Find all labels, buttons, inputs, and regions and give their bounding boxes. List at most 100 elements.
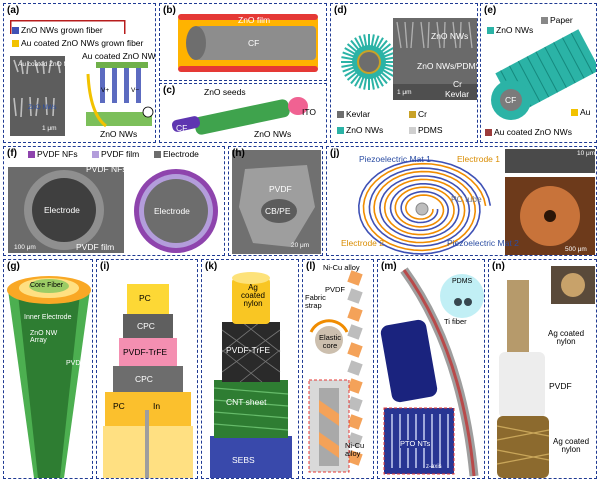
panel-n: (n) Ag coated nylon PVDF Ag coated nylon — [488, 259, 597, 479]
film-bottom-edge — [178, 66, 318, 72]
pc-tube — [415, 202, 429, 216]
pvdf-trfe-layer — [119, 338, 177, 366]
electrode-core-sem — [32, 178, 96, 242]
layer-cpc-bottom: CPC — [135, 374, 153, 384]
cf-end — [171, 116, 201, 132]
panel-c-drawing — [171, 97, 308, 135]
sem-image-j — [505, 149, 595, 173]
pc-tube-label: PC tube — [451, 194, 482, 204]
nanowire-spike — [342, 66, 355, 73]
pvdf-trfe-label-k: PVDF-TrFE — [226, 345, 271, 355]
panel-g-label: (g) — [7, 261, 20, 272]
indium-wire — [145, 410, 149, 478]
panel-d-label: (d) — [334, 5, 347, 16]
swatch-au-e-icon — [571, 109, 578, 116]
ag-coated-nylon-core — [232, 278, 270, 324]
panel-a-label: (a) — [7, 5, 20, 16]
panel-f: (f) PVDF NFs PVDF film Electrode PVDF NF… — [3, 146, 225, 256]
sem-label-kevlar: Kevlar — [445, 89, 470, 99]
mat1-label: Piezoelectric Mat 1 — [359, 154, 431, 164]
coil-segment — [347, 342, 363, 358]
legend-zno-e-text: ZnO NWs — [496, 25, 534, 35]
legend-zno: ZnO NWs — [337, 126, 383, 135]
swatch-zno-d-icon — [337, 127, 344, 134]
kevlar-core — [359, 52, 379, 72]
electrode-diagram-label: Electrode — [154, 206, 190, 216]
scale-j-2: 500 μm — [565, 246, 587, 253]
sebs-label: SEBS — [232, 455, 255, 465]
legend-electrode-text: Electrode — [163, 149, 199, 159]
cnt-label: CNT sheet — [226, 397, 267, 407]
ag-nylon-label-bottom: Ag coated nylon — [552, 437, 590, 454]
sem-label-top: Au coated ZnO NWs — [18, 61, 78, 68]
legend-zno-e: ZnO NWs — [487, 26, 533, 35]
cnt-sheet-layer — [214, 380, 288, 438]
swatch-zno-icon — [12, 27, 19, 34]
nanowire-spike — [341, 63, 354, 68]
nanowire-spike — [382, 47, 394, 55]
diagram-label-top: Au coated ZnO NWs — [82, 51, 156, 61]
legend-coated-text: Au coated ZnO NWs — [494, 127, 572, 137]
legend-electrode: Electrode — [154, 150, 199, 159]
nanowire-1 — [100, 68, 105, 103]
nanowire-3 — [124, 68, 129, 103]
film-top-edge — [178, 14, 318, 20]
legend-au-fiber: Au coated ZnO NWs grown fiber — [12, 39, 143, 48]
cf-core-e — [500, 89, 522, 111]
cross-section-core — [544, 210, 556, 222]
core-fiber-top — [29, 279, 69, 293]
nylon-top — [232, 272, 270, 284]
sem-label-bottom: ZnO NWs — [28, 104, 57, 111]
coil-segment — [347, 360, 363, 376]
panel-m-label: (m) — [381, 261, 397, 272]
layer-pvdf-trfe: PVDF-TrFE — [123, 347, 168, 357]
panel-a-drawing — [10, 20, 154, 136]
swatch-paper-icon — [541, 17, 548, 24]
pvdf-sheath — [499, 352, 545, 418]
panel-m-drawing — [380, 267, 484, 477]
swatch-cr-icon — [409, 111, 416, 118]
sem-scale-d: 1 μm — [397, 89, 412, 96]
ag-nylon-braid — [497, 416, 549, 478]
ti-cross-2 — [464, 298, 472, 306]
panel-h-drawing — [232, 150, 321, 254]
electrode-callout: Electrode — [44, 205, 80, 215]
cf-label: CF — [176, 123, 188, 133]
electrode-spiral-line — [362, 162, 487, 252]
legend-pdms: PDMS — [409, 126, 443, 135]
top-electrode — [96, 62, 148, 68]
panel-d-drawing — [341, 18, 477, 100]
array-label: ZnO NW Array — [30, 330, 58, 344]
sem-scale: 1 μm — [42, 125, 57, 132]
legend-cr: Cr — [409, 110, 427, 119]
pvdf-label-g: PVDF — [66, 360, 85, 367]
scale-h: 20 μm — [291, 242, 310, 249]
electrode2-label: Electrode 2 — [341, 238, 384, 248]
legend-zno-text: ZnO NWs — [346, 125, 384, 135]
nanowire-spike — [344, 47, 356, 55]
panel-j-label: (j) — [330, 148, 340, 159]
diagram-label-bottom: ZnO NWs — [100, 129, 138, 139]
kevlar-region — [393, 84, 477, 100]
coil-segment — [347, 414, 363, 430]
wire-right — [124, 20, 126, 34]
legend-cr-text: Cr — [418, 109, 427, 119]
panel-e: (e) Paper ZnO NWs Au CF Au coated ZnO NW… — [480, 3, 597, 143]
legend-au: Au — [571, 108, 590, 117]
nanowire-spike — [341, 56, 354, 61]
nanotube-bundle — [380, 319, 438, 403]
film-label: ZnO film — [238, 15, 271, 25]
pvdf-cone — [18, 294, 80, 478]
outer-electrode-label: Outer Electrode — [10, 370, 17, 420]
panel-i: (i) PC CPC PVDF-TrFE CPC PC In — [96, 259, 198, 479]
core-end — [186, 26, 206, 60]
coil-segment — [347, 432, 363, 448]
inner-electrode-label: Inner Electrode — [24, 314, 72, 321]
zoom-strap-1 — [319, 400, 339, 426]
panel-e-drawing — [491, 29, 596, 120]
nanowire-4 — [136, 68, 141, 103]
panel-l: (l) Ni-Cu alloy Fabric strap PVDF Elasti… — [302, 259, 374, 479]
mat2-label: Piezoelectric Mat 2 — [447, 238, 519, 248]
nanowire-spike — [363, 77, 368, 90]
nanowire-spike — [380, 43, 392, 53]
